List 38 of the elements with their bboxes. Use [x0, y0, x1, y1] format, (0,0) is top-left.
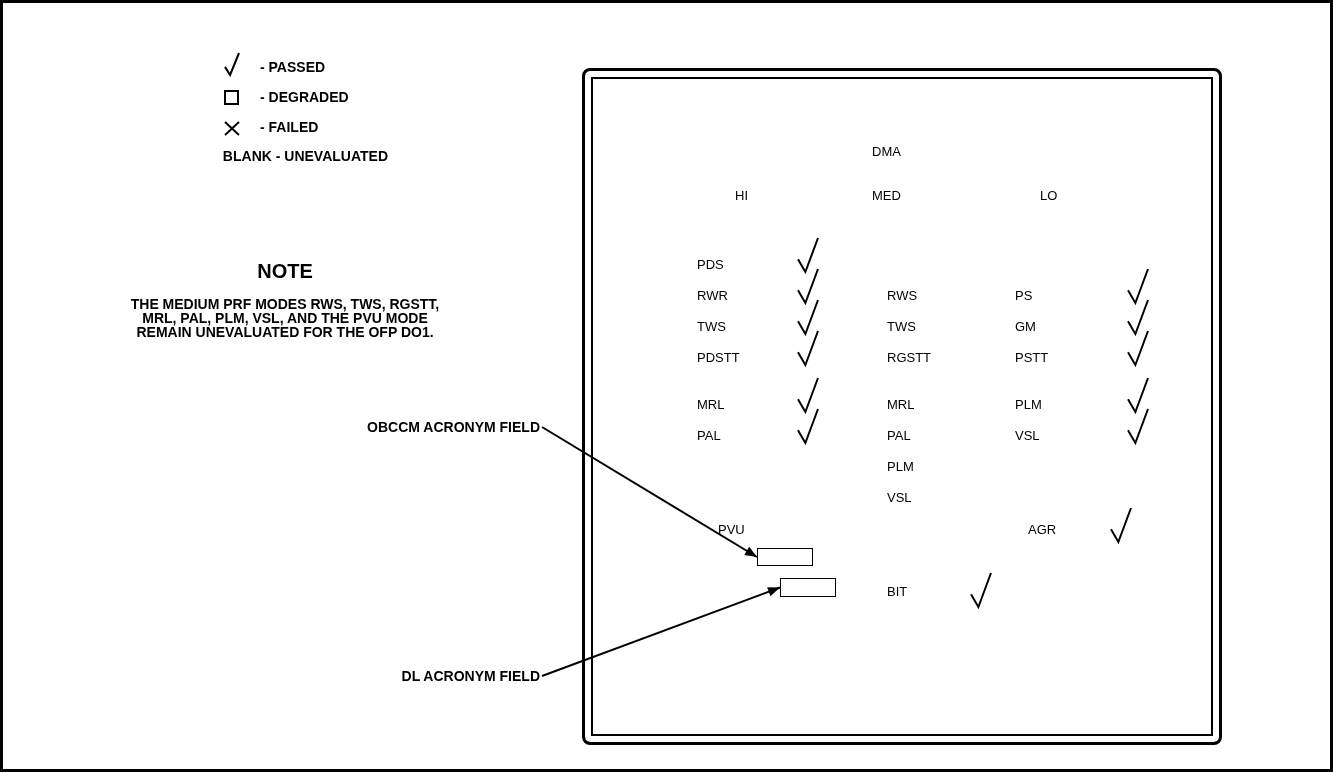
note-text: THE MEDIUM PRF MODES RWS, TWS, RGSTT, MRL, PAL, PLM, VSL, AND THE PVU MODE REMAIN UNEVALUATED FOR THE OFP DO1.	[129, 297, 441, 339]
mode-label: VSL	[1015, 428, 1040, 443]
legend-label: BLANK - UNEVALUATED	[222, 148, 388, 164]
mode-label: PVU	[718, 522, 745, 537]
callout-label: OBCCM ACRONYM FIELD	[367, 419, 540, 435]
mode-label: GM	[1015, 319, 1036, 334]
mode-label: RWS	[887, 288, 918, 303]
mode-label: VSL	[887, 490, 912, 505]
mode-label: MED	[872, 188, 901, 203]
callout-label: DL ACRONYM FIELD	[401, 668, 540, 684]
mode-label: DMA	[872, 144, 901, 159]
display-screen	[582, 68, 1222, 745]
leader-arrow	[541, 586, 781, 677]
mode-label: PDS	[697, 257, 724, 272]
mode-label: TWS	[887, 319, 916, 334]
acronym-field	[757, 548, 813, 566]
mode-label: PSTT	[1015, 350, 1049, 365]
mode-label: AGR	[1028, 522, 1057, 537]
mode-label: PAL	[697, 428, 721, 443]
legend-label: - DEGRADED	[260, 89, 349, 105]
mode-label: RWR	[697, 288, 728, 303]
mode-label: PDSTT	[697, 350, 740, 365]
mode-label: RGSTT	[887, 350, 932, 365]
legend-label: - FAILED	[260, 119, 319, 135]
acronym-field	[780, 578, 836, 597]
mode-label: PLM	[887, 459, 914, 474]
mode-label: HI	[735, 188, 748, 203]
mode-label: MRL	[887, 397, 915, 412]
mode-label: PAL	[887, 428, 911, 443]
mode-label: TWS	[697, 319, 726, 334]
mode-label: PLM	[1015, 397, 1042, 412]
mode-label: LO	[1040, 188, 1058, 203]
leader-arrow	[541, 426, 758, 558]
legend-label: - PASSED	[260, 59, 326, 75]
mode-label: MRL	[697, 397, 725, 412]
mode-label: PS	[1015, 288, 1033, 303]
mode-label: BIT	[887, 584, 908, 599]
note-heading: NOTE	[256, 260, 314, 283]
